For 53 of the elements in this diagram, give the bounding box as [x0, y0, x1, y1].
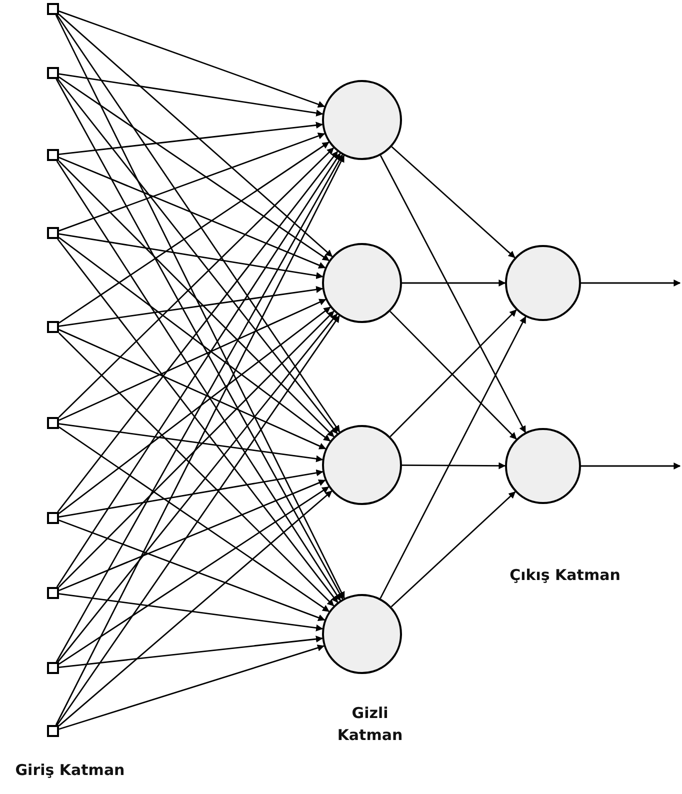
input-square [47, 321, 59, 333]
input-square [47, 227, 59, 239]
connection-arrow [58, 593, 324, 632]
input-square [47, 3, 59, 15]
connection-arrow [58, 479, 326, 592]
neuron-circle [322, 80, 402, 160]
connection-arrow [581, 280, 681, 286]
connection-arrow [380, 155, 526, 433]
connection-arrow [390, 491, 516, 608]
connection-arrow [58, 423, 324, 462]
connection-arrow [58, 156, 326, 269]
connection-arrow [57, 238, 338, 603]
input-square [47, 725, 59, 737]
connection-arrow [391, 146, 516, 258]
layer-label: Giriş Katman [14, 760, 126, 781]
input-square [47, 662, 59, 674]
connection-arrow [56, 315, 340, 726]
input-square [47, 149, 59, 161]
connection-arrow [58, 76, 330, 262]
connection-arrow [58, 122, 323, 156]
connection-arrow [58, 490, 332, 726]
connection-arrow [58, 306, 331, 514]
connection-arrow [58, 644, 324, 730]
input-square [47, 67, 59, 79]
connection-arrow [58, 10, 326, 108]
connection-arrow [58, 14, 333, 257]
connection-arrow [58, 286, 324, 327]
connection-arrow [58, 426, 330, 612]
connection-arrow [57, 151, 338, 512]
input-square [47, 587, 59, 599]
connection-arrow [58, 329, 326, 450]
connection-arrow [57, 78, 338, 434]
layer-label: Gizli Katman [336, 703, 404, 746]
neuron-circle [322, 594, 402, 674]
connection-arrow [58, 520, 326, 621]
connection-arrow [380, 316, 526, 599]
connection-arrow [58, 469, 324, 518]
connection-arrow [402, 280, 506, 286]
connection-arrow [58, 636, 323, 668]
connection-arrow [402, 462, 506, 470]
connection-arrow [58, 298, 326, 421]
connection-arrow [581, 462, 681, 470]
connection-arrow [58, 486, 330, 665]
connection-arrow [58, 132, 326, 232]
connection-arrow [58, 73, 324, 116]
connection-arrow [57, 314, 338, 662]
connection-arrow [58, 142, 330, 324]
connection-arrow [56, 14, 340, 432]
input-square [47, 512, 59, 524]
connection-arrow [58, 236, 331, 442]
input-square [47, 417, 59, 429]
connection-arrow [58, 233, 324, 280]
layer-label: Çıkış Katman [508, 565, 622, 586]
